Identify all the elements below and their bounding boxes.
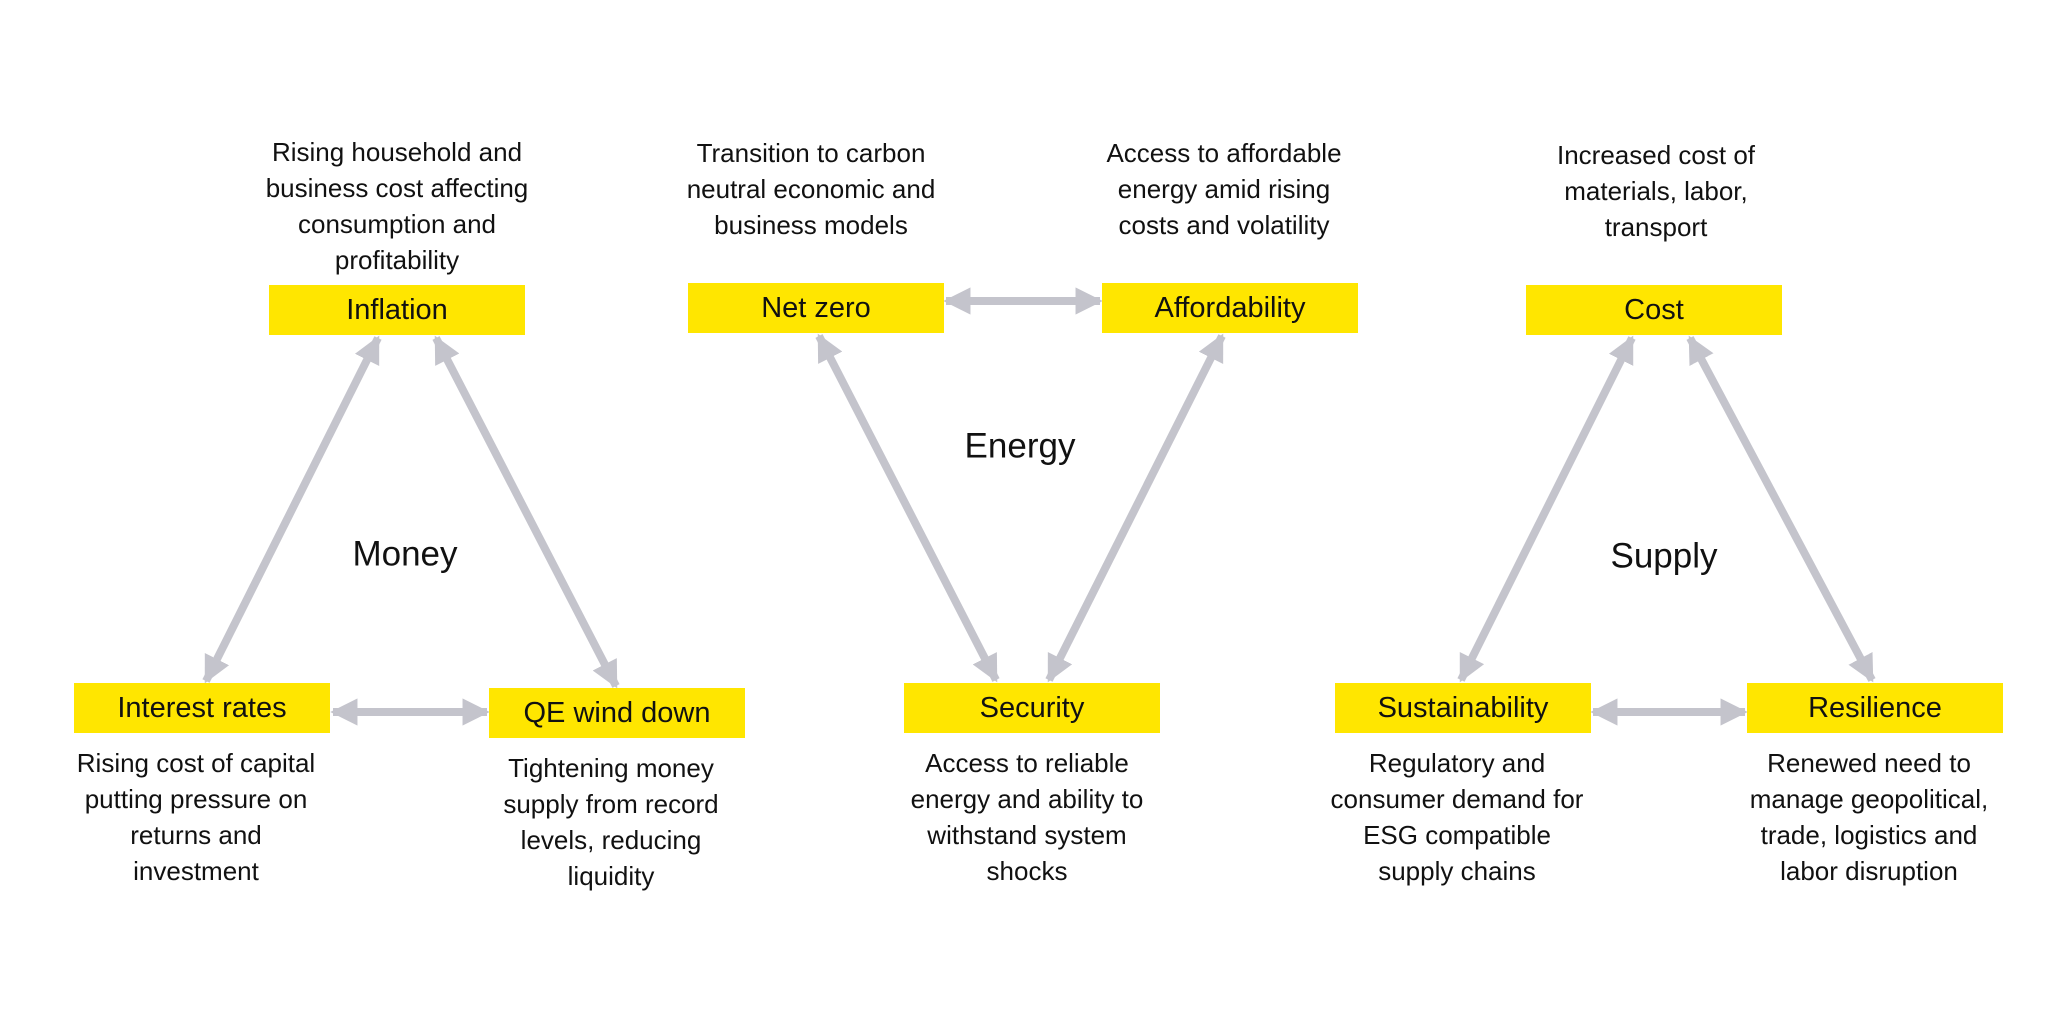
arrow-affordability-security: [1045, 333, 1226, 683]
arrow-cost-sustainability: [1457, 335, 1636, 683]
description-line: business cost affecting: [265, 173, 529, 203]
description-line: Regulatory and: [1368, 748, 1546, 778]
description-line: Renewed need to: [1767, 748, 1971, 778]
description-line: consumption and: [297, 209, 497, 239]
node-net-zero: Net zero: [688, 283, 944, 333]
description-line: supply from record: [503, 789, 719, 819]
description-line: returns and: [130, 820, 262, 850]
group-label-money: Money: [352, 534, 458, 574]
node-qe-wind-down: QE wind down: [489, 688, 745, 738]
description-affordability: Access to affordable energy amid rising …: [1064, 135, 1384, 243]
description-line: consumer demand for: [1330, 784, 1584, 814]
description-line: ESG compatible: [1363, 820, 1551, 850]
group-label-energy: Energy: [964, 426, 1076, 466]
description-line: Access to reliable: [925, 748, 1129, 778]
description-line: investment: [133, 856, 259, 886]
node-cost: Cost: [1526, 285, 1782, 335]
description-line: Increased cost of: [1557, 140, 1755, 170]
description-line: energy and ability to: [910, 784, 1144, 814]
node-label: Affordability: [1154, 291, 1306, 324]
description-qe-wind-down: Tightening money supply from record leve…: [451, 750, 771, 894]
description-line: shocks: [986, 856, 1068, 886]
node-affordability: Affordability: [1102, 283, 1358, 333]
node-label: Interest rates: [117, 691, 287, 724]
node-sustainability: Sustainability: [1335, 683, 1591, 733]
description-line: Rising cost of capital: [76, 748, 316, 778]
description-line: labor disruption: [1780, 856, 1958, 886]
arrow-inflation-qe-wind-down: [432, 335, 620, 689]
description-line: Access to affordable: [1106, 138, 1342, 168]
description-inflation: Rising household and business cost affec…: [237, 134, 557, 278]
description-line: manage geopolitical,: [1749, 784, 1989, 814]
arrow-inflation-interest-rates: [202, 335, 382, 684]
node-inflation: Inflation: [269, 285, 525, 335]
node-resilience: Resilience: [1747, 683, 2003, 733]
description-line: liquidity: [567, 861, 655, 891]
node-label: Security: [979, 691, 1085, 724]
description-line: business models: [714, 210, 908, 240]
description-line: supply chains: [1378, 856, 1536, 886]
arrow-net-zero-security: [815, 333, 1000, 683]
arrow-cost-resilience: [1686, 335, 1876, 683]
node-security: Security: [904, 683, 1160, 733]
description-resilience: Renewed need to manage geopolitical, tra…: [1709, 745, 2029, 889]
description-sustainability: Regulatory and consumer demand for ESG c…: [1297, 745, 1617, 889]
node-interest-rates: Interest rates: [74, 683, 330, 733]
description-line: energy amid rising: [1117, 174, 1331, 204]
description-line: Tightening money: [508, 753, 714, 783]
node-label: Inflation: [346, 293, 448, 326]
description-line: profitability: [334, 245, 460, 275]
node-label: Cost: [1624, 293, 1684, 326]
description-security: Access to reliable energy and ability to…: [867, 745, 1187, 889]
description-line: materials, labor,: [1564, 176, 1748, 206]
description-interest-rates: Rising cost of capital putting pressure …: [36, 745, 356, 889]
node-label: QE wind down: [523, 696, 711, 729]
description-line: levels, reducing: [520, 825, 702, 855]
description-line: trade, logistics and: [1760, 820, 1978, 850]
description-net-zero: Transition to carbon neutral economic an…: [651, 135, 971, 243]
description-line: transport: [1604, 212, 1708, 242]
description-line: costs and volatility: [1118, 210, 1330, 240]
description-line: Transition to carbon: [696, 138, 926, 168]
description-cost: Increased cost of materials, labor, tran…: [1496, 137, 1816, 245]
node-label: Sustainability: [1377, 691, 1549, 724]
description-line: putting pressure on: [84, 784, 308, 814]
description-line: withstand system: [927, 820, 1127, 850]
group-label-supply: Supply: [1610, 536, 1718, 576]
node-label: Net zero: [761, 291, 871, 324]
description-line: Rising household and: [271, 137, 523, 167]
node-label: Resilience: [1808, 691, 1942, 724]
description-line: neutral economic and: [686, 174, 936, 204]
